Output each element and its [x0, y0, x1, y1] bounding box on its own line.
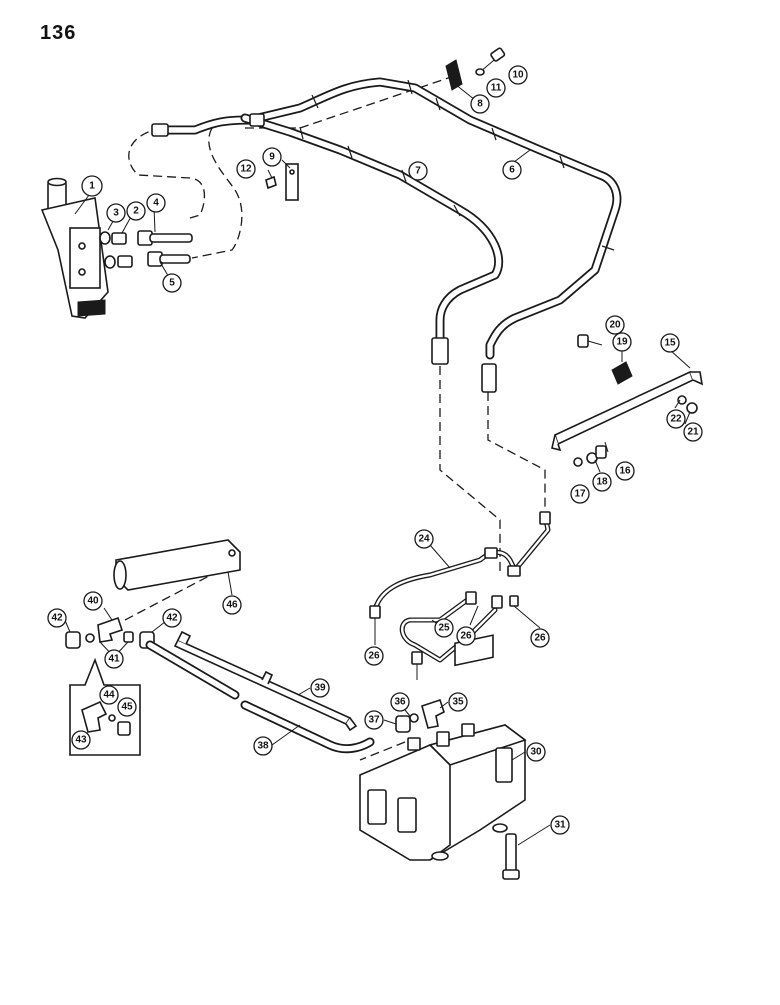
- valve-fittings: [99, 230, 193, 269]
- svg-text:8: 8: [477, 99, 483, 110]
- callout-43: 43: [71, 730, 91, 750]
- svg-text:1: 1: [89, 181, 95, 192]
- callout-2: 2: [126, 201, 146, 221]
- detail-box-43-45: [69, 657, 141, 756]
- svg-text:9: 9: [269, 152, 275, 163]
- svg-text:2: 2: [133, 206, 139, 217]
- callout-20: 20: [605, 315, 625, 335]
- svg-text:17: 17: [574, 489, 586, 500]
- callout-38: 38: [253, 736, 273, 756]
- callout-40: 40: [83, 591, 103, 611]
- svg-text:20: 20: [609, 320, 621, 331]
- callout-1: 1: [81, 175, 103, 197]
- valve-body-30: [359, 634, 527, 861]
- callout-42: 42: [162, 608, 182, 628]
- svg-text:41: 41: [108, 654, 120, 665]
- callout-8: 8: [470, 94, 490, 114]
- svg-text:16: 16: [619, 466, 631, 477]
- svg-text:6: 6: [509, 165, 515, 176]
- svg-text:4: 4: [153, 198, 159, 209]
- svg-text:37: 37: [368, 715, 380, 726]
- callout-30: 30: [526, 742, 546, 762]
- callout-35: 35: [448, 692, 468, 712]
- tube-break-marks: [299, 79, 615, 251]
- svg-text:46: 46: [226, 600, 238, 611]
- callout-41: 41: [104, 649, 124, 669]
- tube-38-bracket-39: [145, 630, 375, 754]
- clamp-hardware: [265, 47, 506, 201]
- callout-44: 44: [99, 685, 119, 705]
- callout-31: 31: [550, 815, 570, 835]
- callout-36: 36: [390, 692, 410, 712]
- callout-3: 3: [106, 203, 126, 223]
- svg-text:22: 22: [670, 414, 682, 425]
- svg-text:36: 36: [394, 697, 406, 708]
- svg-text:44: 44: [103, 690, 115, 701]
- svg-text:39: 39: [314, 683, 326, 694]
- callout-24: 24: [414, 529, 434, 549]
- svg-text:18: 18: [596, 477, 608, 488]
- callout-25: 25: [434, 618, 454, 638]
- callout-26: 26: [530, 628, 550, 648]
- callout-17: 17: [570, 484, 590, 504]
- bracket-15-assembly: [551, 334, 704, 467]
- svg-text:3: 3: [113, 208, 119, 219]
- cylinder-46: [113, 539, 241, 591]
- control-valve-1: [40, 177, 109, 319]
- svg-text:26: 26: [534, 633, 546, 644]
- svg-text:12: 12: [240, 164, 252, 175]
- callout-6: 6: [502, 160, 522, 180]
- svg-text:15: 15: [664, 338, 676, 349]
- fittings-40-42: [65, 616, 155, 649]
- tube-24-25: [369, 511, 551, 665]
- callout-46: 46: [222, 595, 242, 615]
- svg-text:10: 10: [512, 70, 524, 81]
- callout-16: 16: [615, 461, 635, 481]
- svg-text:21: 21: [687, 427, 699, 438]
- svg-text:30: 30: [530, 747, 542, 758]
- callout-4: 4: [146, 193, 166, 213]
- callout-26: 26: [364, 646, 384, 666]
- callout-45: 45: [117, 697, 137, 717]
- svg-text:43: 43: [75, 735, 87, 746]
- tube-end-fittings: [151, 113, 497, 393]
- svg-text:42: 42: [51, 613, 63, 624]
- callout-22: 22: [666, 409, 686, 429]
- callout-26: 26: [456, 626, 476, 646]
- callout-5: 5: [162, 273, 182, 293]
- fittings-35-37: [395, 698, 445, 733]
- svg-text:45: 45: [121, 702, 133, 713]
- svg-text:35: 35: [452, 697, 464, 708]
- callout-42: 42: [47, 608, 67, 628]
- callout-12: 12: [236, 159, 256, 179]
- svg-text:26: 26: [460, 631, 472, 642]
- callout-7: 7: [408, 161, 428, 181]
- svg-text:25: 25: [438, 623, 450, 634]
- svg-text:42: 42: [166, 613, 178, 624]
- svg-text:38: 38: [257, 741, 269, 752]
- callout-37: 37: [364, 710, 384, 730]
- tube-7: [240, 113, 504, 343]
- svg-text:40: 40: [87, 596, 99, 607]
- svg-text:5: 5: [169, 278, 175, 289]
- page-number: 136: [40, 22, 77, 44]
- callout-18: 18: [592, 472, 612, 492]
- svg-text:19: 19: [616, 337, 628, 348]
- svg-text:31: 31: [554, 820, 566, 831]
- callout-39: 39: [310, 678, 330, 698]
- callout-11: 11: [486, 78, 506, 98]
- callout-21: 21: [683, 422, 703, 442]
- svg-text:26: 26: [368, 651, 380, 662]
- callout-19: 19: [612, 332, 632, 352]
- tube-6: [155, 77, 622, 360]
- svg-text:24: 24: [418, 534, 430, 545]
- callout-15: 15: [660, 333, 680, 353]
- svg-text:7: 7: [415, 166, 421, 177]
- callout-10: 10: [508, 65, 528, 85]
- svg-text:11: 11: [491, 83, 502, 94]
- callout-9: 9: [262, 147, 282, 167]
- bolt-31: [502, 833, 520, 880]
